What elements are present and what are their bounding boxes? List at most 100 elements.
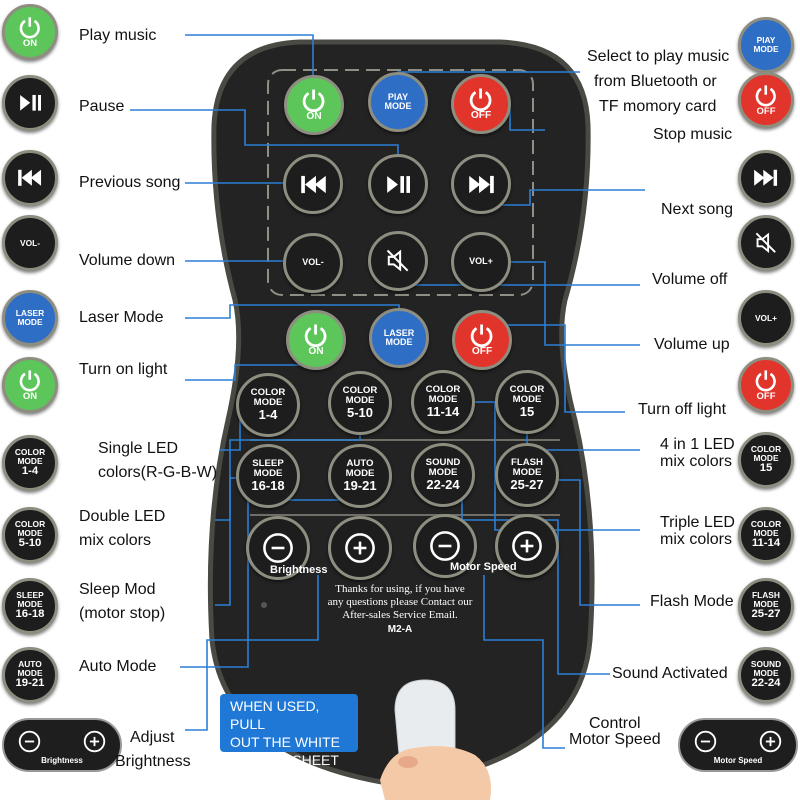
button-text: MODE [385, 337, 413, 347]
button-text: 11-14 [751, 536, 781, 549]
plus-button[interactable] [495, 514, 559, 578]
on-button[interactable]: ON [286, 310, 346, 370]
button-text: 16-18 [15, 607, 45, 620]
pill-label: Brightness [41, 756, 83, 765]
button-text: 1-4 [258, 407, 278, 423]
left-callout-label: Laser Mode [79, 309, 164, 326]
power-icon [301, 87, 326, 113]
button-text: VOL+ [754, 312, 778, 323]
hand-pulling-sheet-image [380, 679, 491, 800]
button-text: MODE [17, 317, 43, 327]
button-text: SOUND [750, 659, 782, 670]
playpause-icon [19, 93, 42, 113]
notice-line: OUT THE WHITE [230, 734, 340, 750]
next-icon [753, 168, 778, 188]
button-text: MODE [345, 395, 375, 407]
button-text: SLEEP [252, 458, 284, 470]
right-callout-label: mix colors [660, 531, 733, 548]
button-text: MODE [753, 528, 779, 539]
notice-line: WHEN USED, PULL [230, 698, 320, 732]
left-callout-label: colors(R-G-B-W) [98, 464, 218, 481]
right-callout-label: Triple LED [660, 514, 735, 531]
on-button: ON [2, 4, 58, 60]
button-text: MODE [17, 528, 43, 539]
right-callout-label: Sound Activated [612, 665, 728, 682]
minus-icon [262, 532, 294, 564]
button-text: 5-10 [347, 405, 373, 421]
button-text: MODE [428, 394, 458, 406]
playpause-icon [386, 174, 410, 195]
button-text: PlAY [756, 35, 776, 46]
button-text: ON [308, 346, 324, 358]
button-text: AUTO [18, 659, 42, 670]
right-callout-label: TF momory card [599, 98, 717, 115]
button-text: 22-24 [426, 477, 460, 493]
mute-button[interactable] [368, 231, 428, 291]
message-line: any questions please Contact our [327, 596, 473, 608]
right-callout-label: Flash Mode [650, 593, 734, 610]
minus-icon [694, 730, 717, 758]
right-callout-label: Volume up [654, 336, 730, 353]
power-icon [754, 368, 778, 392]
button-text: ON [22, 390, 38, 402]
mute-icon [385, 248, 410, 273]
callout-line [462, 401, 640, 531]
left-callout-label: Volume down [79, 252, 176, 269]
button-text: LASER [383, 327, 415, 338]
power-icon [754, 83, 778, 107]
button-text: AUTO [346, 458, 374, 470]
right-callout-label: Control [589, 715, 641, 732]
off-button[interactable]: OFF [452, 310, 512, 370]
callout-line [130, 109, 399, 165]
motor-speed-label: Motor Speed [450, 561, 517, 573]
left-callout-label: Turn on light [79, 361, 168, 378]
button-text: MODE [753, 44, 779, 54]
vol+-button: VOL+ [738, 290, 794, 346]
button-text: FLASH [752, 590, 780, 601]
prev-icon [17, 168, 42, 188]
next-button[interactable] [451, 154, 511, 214]
button-text: SLEEP [16, 590, 44, 601]
on-button[interactable]: ON [284, 75, 344, 135]
button-text: OFF [471, 346, 493, 358]
minus-button[interactable] [413, 514, 477, 578]
button-text: COLOR [425, 384, 461, 396]
plus-button[interactable] [328, 516, 392, 580]
pull-sheet-notice: WHEN USED, PULL OUT THE WHITE PLASTIC SH… [220, 694, 358, 768]
callout-line [548, 479, 640, 606]
prev-button [2, 150, 58, 206]
button-text: OFF [756, 390, 776, 402]
vol--button[interactable]: VOL- [283, 233, 343, 293]
button-text: 16-18 [251, 478, 285, 494]
vol+-button[interactable]: VOL+ [451, 232, 511, 292]
button-text: SOUND [425, 457, 461, 469]
next-icon [468, 174, 495, 195]
left-callout-label: Double LED [79, 508, 166, 525]
minus-icon [18, 730, 41, 758]
prev-button[interactable] [283, 154, 343, 214]
button-text: 11-14 [426, 404, 460, 420]
callout-line [500, 261, 640, 346]
right-callout-label: Turn off light [638, 401, 727, 418]
button-text: 5-10 [18, 536, 42, 549]
minus-button[interactable] [246, 516, 310, 580]
button-text: 15 [759, 461, 773, 474]
off-button[interactable]: OFF [451, 74, 511, 134]
playpause-button[interactable] [368, 154, 428, 214]
left-callout-label: mix colors [79, 532, 152, 549]
